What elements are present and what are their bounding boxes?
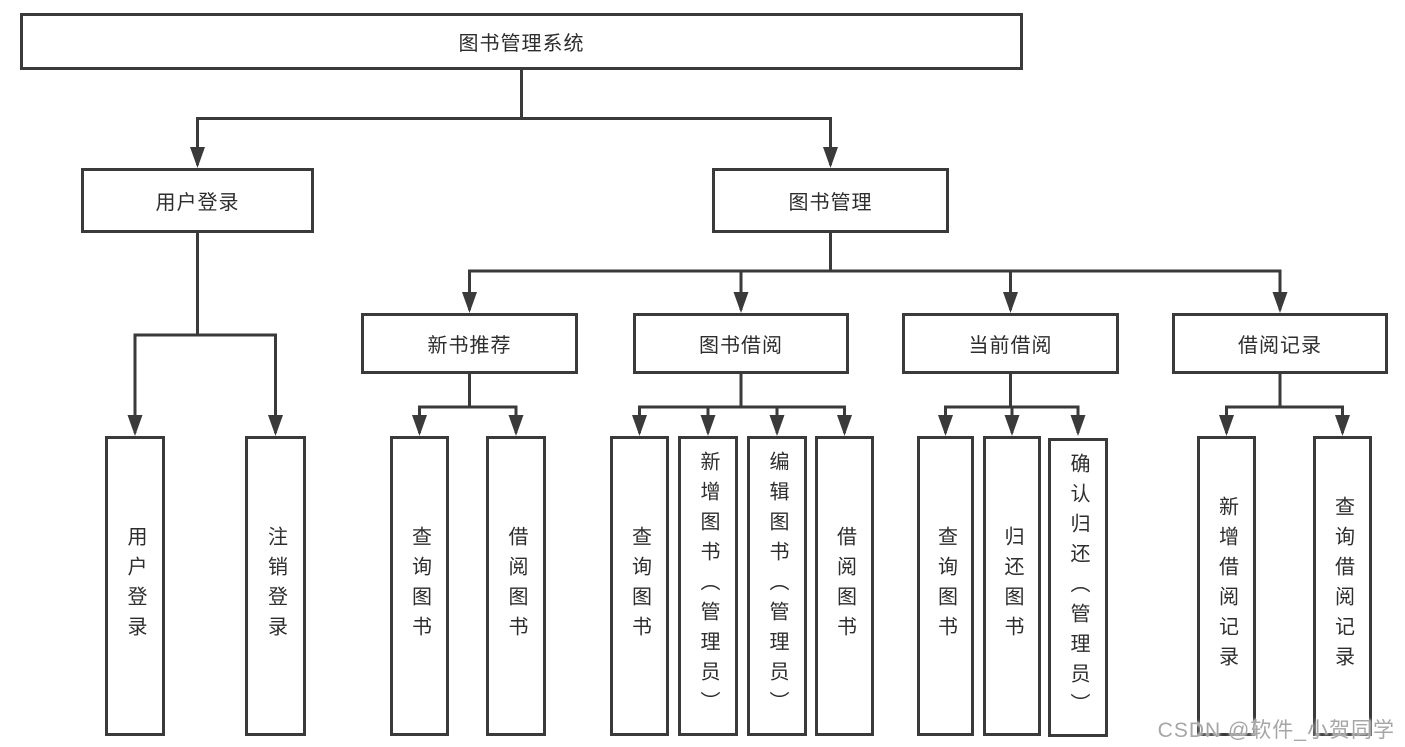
connector-group-borrow: [632, 374, 852, 436]
node-label: 新书推荐: [427, 335, 512, 357]
node-current-query-books: 查询图书: [917, 436, 974, 736]
connector-group-current: [938, 374, 1086, 436]
node-user-login: 用户登录: [81, 168, 314, 233]
node-borrow-query-books: 查询图书: [610, 436, 669, 736]
node-current-borrow: 当前借阅: [902, 313, 1119, 374]
node-label: 借阅图书: [833, 526, 856, 646]
node-label: 查询图书: [628, 526, 651, 646]
node-add-book-admin: 新增图书（管理员）: [678, 436, 738, 736]
node-label: 编辑图书（管理员）: [766, 451, 788, 721]
node-label: 借阅图书: [505, 526, 527, 646]
connector-management-branch: [462, 233, 1288, 313]
node-borrow-records: 借阅记录: [1172, 313, 1388, 374]
connector-login-branch: [127, 233, 283, 436]
connector-group-recommend: [412, 374, 524, 436]
node-label: 查询图书: [408, 526, 431, 646]
node-borrow-borrow-books: 借阅图书: [815, 436, 874, 736]
node-recommend-query-books: 查询图书: [390, 436, 449, 736]
node-label: 注销登录: [264, 526, 287, 646]
node-library-management-system: 图书管理系统: [20, 13, 1023, 70]
node-label: 用户登录: [155, 192, 240, 214]
node-confirm-return-admin: 确认归还（管理员）: [1048, 438, 1108, 737]
node-label: 新增借阅记录: [1215, 496, 1238, 676]
node-label: 归还图书: [1001, 526, 1023, 646]
node-label: 确认归还（管理员）: [1067, 452, 1089, 723]
node-label: 借阅记录: [1238, 335, 1322, 357]
node-label: 查询借阅记录: [1331, 496, 1354, 676]
node-user-login-leaf: 用户登录: [105, 436, 165, 736]
node-new-book-recommend: 新书推荐: [361, 313, 578, 374]
node-book-borrow: 图书借阅: [633, 313, 849, 374]
node-label: 新增图书（管理员）: [697, 451, 719, 721]
csdn-watermark: CSDN @软件_小贺同学: [1157, 719, 1395, 742]
node-label: 查询图书: [934, 526, 957, 646]
node-edit-book-admin: 编辑图书（管理员）: [747, 436, 807, 736]
node-logout: 注销登录: [245, 436, 306, 736]
connector-group-records: [1219, 374, 1350, 436]
node-label: 图书管理系统: [458, 33, 585, 55]
node-recommend-borrow-books: 借阅图书: [486, 436, 546, 736]
node-label: 用户登录: [124, 526, 146, 646]
node-query-borrow-record: 查询借阅记录: [1313, 436, 1372, 736]
node-label: 图书借阅: [699, 335, 783, 357]
node-label: 图书管理: [788, 192, 873, 214]
node-label: 当前借阅: [968, 335, 1053, 357]
node-return-book: 归还图书: [983, 436, 1041, 736]
node-add-borrow-record: 新增借阅记录: [1197, 436, 1256, 736]
node-book-management: 图书管理: [712, 168, 949, 233]
connector-root: [190, 69, 838, 168]
